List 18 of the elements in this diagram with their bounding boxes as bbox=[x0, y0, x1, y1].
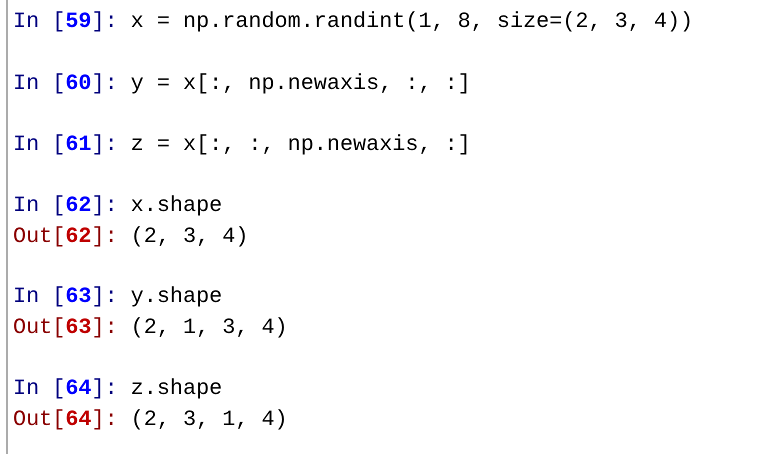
code-line: y.shape bbox=[130, 283, 222, 311]
output-prompt: Out[64]: bbox=[13, 406, 118, 434]
input-prompt: In [62]: bbox=[13, 192, 118, 220]
code-line: z = x[:, :, np.newaxis, :] bbox=[130, 131, 471, 159]
input-prompt: In [59]: bbox=[13, 8, 118, 36]
output-prompt: Out[62]: bbox=[13, 223, 118, 251]
code-line: y = x[:, np.newaxis, :, :] bbox=[130, 70, 471, 98]
code-line: x = np.random.randint(1, 8, size=(2, 3, 4)) bbox=[130, 8, 694, 36]
input-prompt: In [61]: bbox=[13, 131, 118, 159]
code-line: z.shape bbox=[130, 375, 222, 403]
input-prompt: In [63]: bbox=[13, 283, 118, 311]
output-prompt: Out[63]: bbox=[13, 314, 118, 342]
input-prompt: In [64]: bbox=[13, 375, 118, 403]
input-prompt: In [60]: bbox=[13, 70, 118, 98]
output-text: (2, 3, 1, 4) bbox=[130, 406, 288, 434]
output-text: (2, 3, 4) bbox=[130, 223, 248, 251]
code-line: x.shape bbox=[130, 192, 222, 220]
output-text: (2, 1, 3, 4) bbox=[130, 314, 288, 342]
